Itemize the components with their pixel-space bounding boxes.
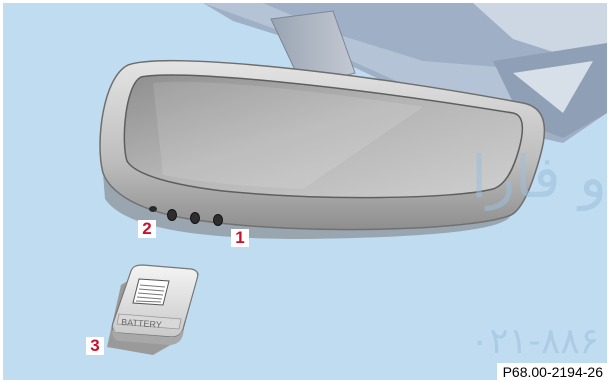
watermark-bottom: ۰۲۱-۸۸۶ (470, 321, 599, 362)
callout-1: 1 (231, 229, 249, 247)
callout-3: 3 (86, 337, 104, 355)
mirror-button (168, 210, 177, 221)
reference-code: P68.00-2194-26 (497, 363, 607, 380)
battery-unit: BATTERY (107, 265, 199, 355)
battery-keypad-icon (133, 279, 169, 305)
callout-2: 2 (138, 220, 156, 238)
diagram-frame: BATTERY و فارا ۰۲۱-۸۸۶ 1 2 3 P68.00-2194… (3, 3, 607, 380)
mirror-button (214, 215, 223, 226)
watermark-top: و فارا (471, 143, 607, 211)
light-sensor (149, 206, 157, 212)
mirror-button (191, 213, 200, 224)
